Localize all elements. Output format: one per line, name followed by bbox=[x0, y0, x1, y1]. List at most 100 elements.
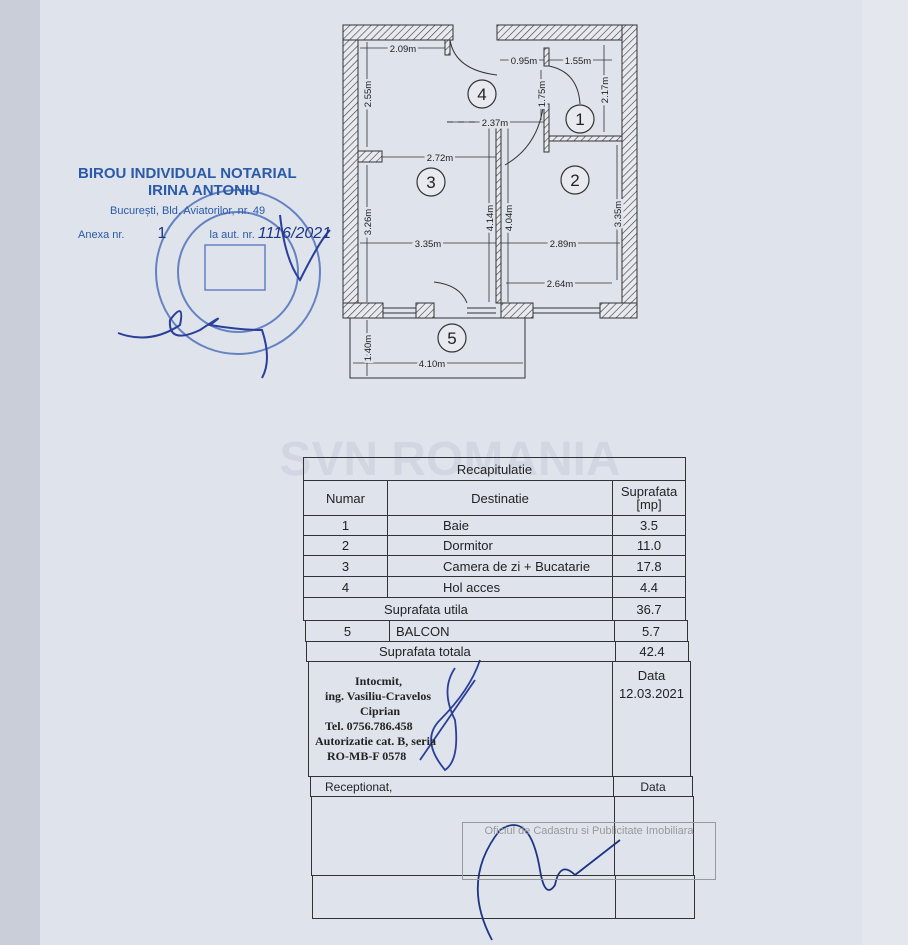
dim-label: 2.17m bbox=[600, 77, 611, 103]
aut-value: 1116/2021 bbox=[257, 225, 332, 242]
notary-address: București, Bld. Aviatorilor, nr. 49 bbox=[110, 205, 266, 217]
data2-label: Data bbox=[613, 776, 693, 797]
wall-bottom-left bbox=[342, 302, 384, 319]
room-marker-2 bbox=[560, 165, 590, 195]
intocmit-line: Ciprian bbox=[360, 704, 401, 718]
wall-left bbox=[342, 24, 359, 319]
anexa-value: 1 bbox=[157, 225, 167, 242]
table-title: Recapitulatie bbox=[303, 457, 686, 481]
wall-bottom-right bbox=[500, 302, 534, 319]
data-block: Data 12.03.2021 bbox=[612, 661, 691, 777]
utila-value: 36.7 bbox=[612, 597, 686, 621]
document-page bbox=[40, 0, 862, 945]
dim-label: 2.55m bbox=[363, 81, 374, 107]
notary-name: IRINA ANTONIU bbox=[148, 182, 260, 199]
balcon-destinatie: BALCON bbox=[389, 620, 615, 642]
row-numar: 4 bbox=[303, 576, 388, 598]
partition-bath-v2 bbox=[543, 103, 550, 153]
door-jamb bbox=[444, 39, 451, 56]
room-number-5: 5 bbox=[447, 329, 456, 348]
dim-label: 3.35m bbox=[415, 239, 441, 250]
row-suprafata: 11.0 bbox=[612, 535, 686, 556]
engineer-signature bbox=[419, 659, 481, 772]
row-suprafata: 3.5 bbox=[612, 515, 686, 536]
intocmit-line: ing. Vasiliu-Cravelos bbox=[325, 689, 432, 703]
dim-label: 1.55m bbox=[565, 56, 591, 67]
wall-bottom-mid bbox=[415, 302, 435, 319]
receptionat-label: Receptionat, bbox=[310, 776, 614, 797]
row-numar: 1 bbox=[303, 515, 388, 536]
door-swing-5 bbox=[433, 281, 468, 304]
row-destinatie: Dormitor bbox=[387, 535, 613, 556]
ocpi-stamp: Oficiul de Cadastru si Publicitate Imobi… bbox=[462, 822, 716, 880]
receptionat-signature bbox=[476, 824, 621, 941]
blank-cell bbox=[312, 875, 616, 919]
data-label: Data bbox=[637, 668, 666, 683]
row-destinatie: Camera de zi + Bucatarie bbox=[387, 555, 613, 577]
wall-right bbox=[621, 24, 638, 319]
dim-label: 2.37m bbox=[482, 118, 508, 129]
aut-label: la aut. nr. bbox=[209, 229, 255, 241]
intocmit-line: Intocmit, bbox=[355, 674, 402, 688]
header-numar: Numar bbox=[303, 480, 388, 516]
dim-label: 1.75m bbox=[537, 81, 548, 107]
utila-label: Suprafata utila bbox=[303, 597, 613, 621]
row-destinatie: Hol acces bbox=[387, 576, 613, 598]
intocmit-block: Intocmit, ing. Vasiliu-Cravelos Ciprian … bbox=[308, 661, 613, 777]
row-suprafata: 17.8 bbox=[612, 555, 686, 577]
totala-value: 42.4 bbox=[615, 641, 689, 662]
notary-stamp: BIROU INDIVIDUAL NOTARIAL IRINA ANTONIU … bbox=[78, 165, 338, 243]
dim-label: 3.26m bbox=[363, 209, 374, 235]
watermark: SVN ROMANIA bbox=[279, 433, 620, 486]
dim-label: 2.89m bbox=[550, 239, 576, 250]
partition-bath bbox=[543, 135, 623, 142]
room-number-4: 4 bbox=[477, 85, 486, 104]
row-destinatie: Baie bbox=[387, 515, 613, 536]
partition-bath-v bbox=[543, 47, 550, 67]
room-number-2: 2 bbox=[570, 171, 579, 190]
intocmit-line: Tel. 0756.786.458 bbox=[325, 719, 413, 733]
dim-label: 4.14m bbox=[485, 205, 496, 231]
notary-signature bbox=[117, 214, 331, 379]
anexa-label: Anexa nr. bbox=[78, 229, 125, 241]
room-number-3: 3 bbox=[426, 173, 435, 192]
dim-label: 2.72m bbox=[427, 153, 453, 164]
blank-cell bbox=[615, 875, 695, 919]
room-marker-3 bbox=[416, 167, 446, 197]
door-swing-1 bbox=[548, 65, 581, 105]
dim-label: 1.40m bbox=[363, 335, 374, 361]
door-swing-4 bbox=[449, 39, 498, 76]
header-suprafata: Suprafata [mp] bbox=[612, 480, 686, 516]
room-marker-4 bbox=[467, 79, 497, 109]
dim-label: 4.04m bbox=[504, 205, 515, 231]
header-destinatie: Destinatie bbox=[387, 480, 613, 516]
notary-office: BIROU INDIVIDUAL NOTARIAL bbox=[78, 165, 297, 182]
room-marker-5 bbox=[437, 323, 467, 353]
wall-top-left bbox=[342, 24, 454, 41]
row-numar: 2 bbox=[303, 535, 388, 556]
row-numar: 3 bbox=[303, 555, 388, 577]
data-value: 12.03.2021 bbox=[618, 686, 685, 701]
wall-bottom-right2 bbox=[599, 302, 638, 319]
dim-label: 0.95m bbox=[511, 56, 537, 67]
dim-label: 2.09m bbox=[390, 44, 416, 55]
balcony-outline bbox=[349, 317, 526, 379]
page-edge bbox=[862, 0, 908, 945]
balcon-suprafata: 5.7 bbox=[614, 620, 688, 642]
dim-label: 3.35m bbox=[613, 201, 624, 227]
partition-3-2 bbox=[495, 127, 502, 304]
dim-label: 4.10m bbox=[419, 359, 445, 370]
intocmit-line: Autorizatie cat. B, seria bbox=[315, 734, 436, 748]
totala-label: Suprafata totala bbox=[306, 641, 616, 662]
notary-seal bbox=[155, 189, 321, 355]
door-swing-2 bbox=[504, 99, 545, 166]
row-suprafata: 4.4 bbox=[612, 576, 686, 598]
wall-top-right bbox=[496, 24, 638, 41]
balcon-numar: 5 bbox=[305, 620, 390, 642]
intocmit-line: RO-MB-F 0578 bbox=[327, 749, 407, 763]
room-marker-1 bbox=[565, 104, 595, 134]
dim-label: 2.64m bbox=[547, 279, 573, 290]
room-number-1: 1 bbox=[575, 110, 584, 129]
wall-stub bbox=[357, 150, 383, 163]
